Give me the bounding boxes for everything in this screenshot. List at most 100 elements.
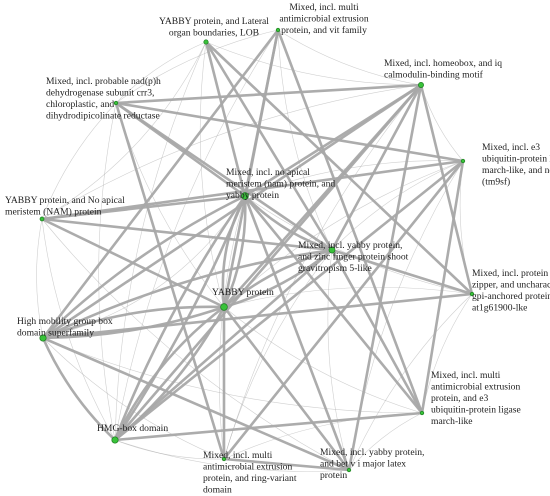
edge-thin-yabby-nam-hmg-super [36, 218, 44, 339]
edge-thick-nadph-e3-march [114, 101, 465, 163]
edge-thick-yabby-lob-protein-li [204, 40, 474, 296]
edge-thin-nadph-yabby-nam [41, 102, 117, 220]
node-dot [39, 334, 47, 342]
node-label-line: dihydrodipicolinate reductase [46, 111, 160, 122]
node-label-line: High mobility group box [17, 316, 113, 327]
edge-thick-e3-march-multi-ring [222, 159, 465, 461]
edge-thick-no-apical-yabby-nam [40, 194, 247, 221]
node-dot [220, 303, 228, 311]
node-dot [113, 100, 119, 106]
node-label-line: YABBY protein [212, 287, 274, 298]
node-label-line: Mixed, incl. homeobox, and iq [384, 58, 502, 69]
edge-thin-no-apical-multi-ring [218, 195, 246, 460]
node-yabby: YABBY protein [212, 287, 274, 311]
edge-thick-nadph-homeobox [114, 83, 423, 105]
node-label-line: antimicrobial extrusion [203, 462, 292, 473]
node-label-line: and zinc finger protein shoot [298, 252, 409, 263]
node-label-line: gpi-anchored protein [472, 291, 550, 302]
edge-thin-multi-vit-homeobox [277, 29, 422, 86]
node-label-line: Mixed, incl. protein li [472, 268, 550, 279]
edge-thick-multi-vit-multi-e3 [276, 28, 424, 415]
node-dot [221, 456, 227, 462]
node-label-line: gravitropism 5-like [298, 263, 372, 274]
edge-thick-no-apical-hmg-super [41, 194, 247, 340]
node-label-line: ubiquitin-protein ligase [482, 154, 550, 165]
edge-thin-multi-vit-zinc-finger [277, 29, 333, 251]
edge-thick-no-apical-hmg-box [113, 194, 247, 442]
edge-thick-yabby-lob-zinc-finger [204, 40, 334, 252]
node-label-line: protein, and e3 [431, 393, 488, 404]
edge-thick-yabby-lob-no-apical [204, 40, 247, 198]
edge-thin-yabby-nam-hmg-box [41, 218, 116, 441]
node-dot [418, 82, 424, 88]
edge-thin-hmg-box-multi-ring [114, 439, 225, 460]
node-label-line: protein [320, 470, 347, 481]
node-dot [346, 467, 352, 473]
edge-thick-e3-march-yabby-nam [40, 159, 465, 221]
node-dot [111, 436, 119, 444]
node-nadph: Mixed, incl. probable nad(p)hdehydrogena… [46, 76, 161, 122]
edge-thin-multi-e3-betv [348, 412, 423, 471]
node-dot [419, 410, 425, 416]
edge-thin-yabby-lob-homeobox [205, 41, 422, 86]
edge-thin-multi-vit-hmg-box [114, 29, 279, 441]
edge-thin-yabby-lob-yabby-nam [41, 41, 207, 220]
edge-thin-nadph-hmg-box [98, 102, 117, 441]
edge-thin-yabby-lob-nadph [115, 41, 207, 104]
edge-thick-homeobox-protein-li [419, 83, 474, 296]
edge-thick-yabby-betv [222, 305, 351, 472]
node-label-line: Mixed, incl. yabby protein, [320, 447, 424, 458]
node-label-line: at1g61900-lke [472, 303, 527, 314]
node-homeobox: Mixed, incl. homeobox, and iqcalmodulin-… [384, 58, 502, 88]
node-label-line: YABBY protein, and Lateral [159, 16, 269, 27]
node-label-line: chloroplastic, and [46, 99, 114, 110]
edge-thick-no-apical-betv [243, 194, 351, 472]
edge-thick-e3-march-hmg-box [113, 159, 465, 442]
node-label-line: yabby protein [226, 190, 279, 201]
edge-thick-hmg-box-multi-e3 [113, 411, 424, 442]
node-label-line: antimicrobial extrusion [279, 14, 368, 25]
node-label-line: meristem (NAM) protein [5, 207, 102, 218]
edge-thick-multi-vit-hmg-super [41, 28, 280, 340]
edge-thick-yabby-hmg-super [41, 305, 226, 340]
node-dot [328, 246, 336, 254]
edge-thick-hmg-super-hmg-box [41, 336, 117, 442]
node-label-line: Mixed, incl. multi [203, 450, 273, 461]
edge-thin-zinc-finger-betv [327, 249, 350, 471]
node-label-line: dehydrogenase subunit crr3, [46, 88, 154, 99]
node-dot [275, 27, 281, 33]
node-dot [469, 291, 475, 297]
node-label-line: domain superfamily [17, 328, 94, 339]
node-dot [460, 158, 466, 164]
node-label-line: ubiquitin-protein ligase [431, 405, 521, 416]
node-label-line: march-like [431, 416, 473, 427]
edge-thick-hmg-super-protein-li [41, 292, 474, 340]
node-label-line: Mixed, incl. probable nad(p)h [46, 76, 161, 87]
node-label-line: Mixed, incl. e3 [482, 142, 540, 153]
node-label-line: zipper, and uncharacter [472, 280, 550, 291]
node-label-line: protein, and vit family [281, 25, 367, 36]
node-dot [39, 216, 45, 222]
edge-thick-zinc-finger-multi-e3 [330, 248, 424, 415]
node-label-line: march-like, and nonaspan [482, 165, 550, 176]
edge-thick-zinc-finger-hmg-super [41, 248, 334, 340]
node-dot [241, 192, 249, 200]
edge-thin-multi-vit-nadph [115, 29, 279, 104]
edge-thick-zinc-finger-yabby [222, 248, 334, 309]
edge-thick-no-apical-hmg-box [113, 194, 247, 442]
node-label-line: protein, and ring-variant [203, 473, 297, 484]
edges-thick [40, 28, 474, 472]
edge-thick-no-apical-multi-e3 [243, 194, 424, 415]
edge-thick-nadph-no-apical [114, 101, 247, 198]
edge-thick-homeobox-hmg-super [41, 83, 423, 340]
node-hmg-box: HMG-box domain [97, 423, 168, 444]
edge-thin-homeobox-yabby-nam [41, 84, 422, 220]
node-label-line: Mixed, incl. yabby protein, [298, 240, 402, 251]
